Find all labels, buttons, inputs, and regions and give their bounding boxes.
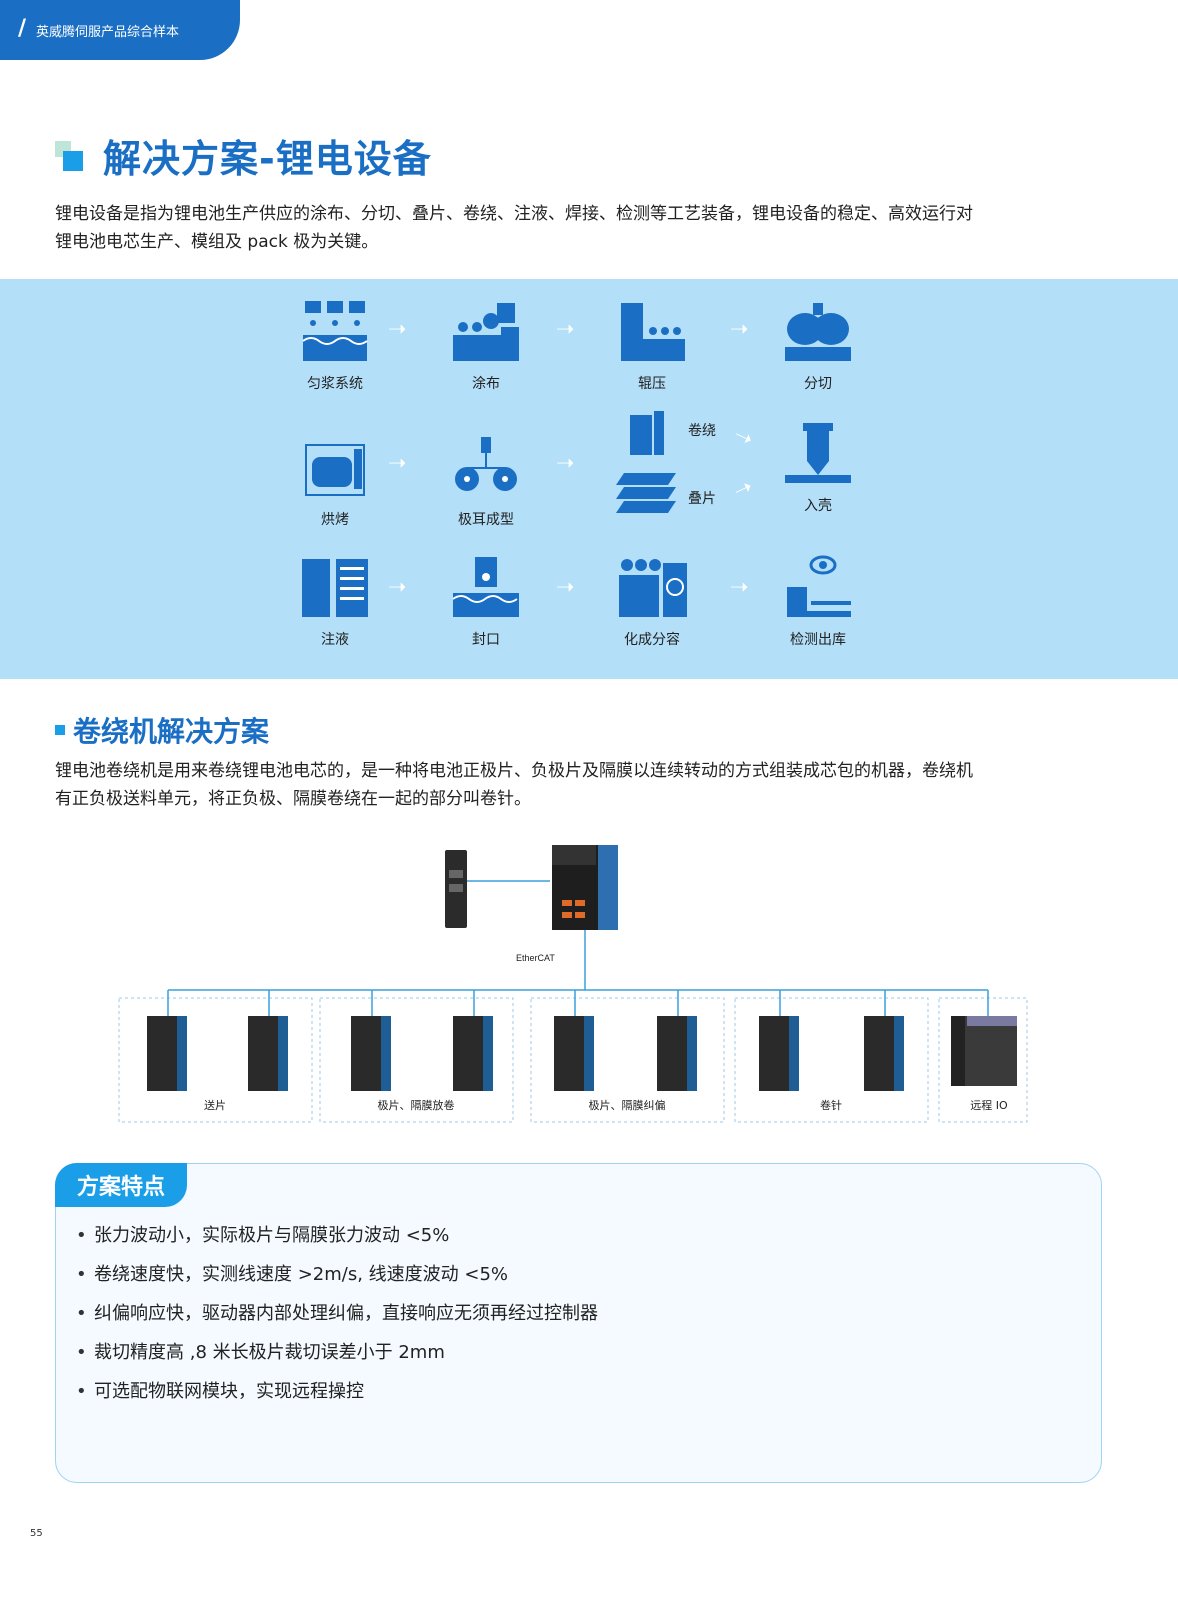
features-list: 张力波动小，实际极片与隔膜张力波动 <5% 卷绕速度快，实测线速度 >2m/s,… — [76, 1216, 598, 1411]
arrow-icon: ➝ — [388, 317, 407, 342]
page-number: 55 — [30, 1528, 43, 1539]
arrow-icon: ➝ — [556, 317, 575, 342]
electrolyte-filling-icon — [302, 559, 368, 617]
desc-line-1: 锂电设备是指为锂电池生产供应的涂布、分切、叠片、卷绕、注液、焊接、检测等工艺装备… — [55, 204, 973, 224]
subsection-description: 锂电池卷绕机是用来卷绕锂电池电芯的，是一种将电池正极片、负极片及隔膜以连续转动的… — [55, 757, 1115, 813]
step-sealing: 封口 — [426, 555, 546, 649]
servo-drive-icon — [657, 1016, 697, 1091]
desc-line-1: 锂电池卷绕机是用来卷绕锂电池电芯的，是一种将电池正极片、负极片及隔膜以连续转动的… — [55, 761, 973, 781]
arrow-icon: ➝ — [556, 575, 575, 600]
remote-io-icon — [951, 1016, 1017, 1086]
slash-icon: / — [18, 16, 27, 41]
rolling-press-icon — [621, 303, 685, 361]
casing-icon — [785, 423, 851, 483]
group-label: 极片、隔膜放卷 — [378, 1098, 455, 1112]
arrow-icon: ➝ — [388, 575, 407, 600]
topology-diagram: EtherCAT 送片 极片、隔膜放卷 极片、隔膜纠偏 — [118, 845, 1028, 1123]
arrow-icon: ➝ — [556, 451, 575, 476]
feature-item: 张力波动小，实际极片与隔膜张力波动 <5% — [76, 1216, 598, 1255]
desc-line-2: 锂电池电芯生产、模组及 pack 极为关键。 — [55, 232, 379, 252]
step-baking: 烘烤 — [275, 435, 395, 529]
section-title: 解决方案-锂电设备 — [103, 137, 432, 181]
feature-item: 可选配物联网模块，实现远程操控 — [76, 1372, 598, 1411]
step-tab-forming: 极耳成型 — [426, 435, 546, 529]
header-bar: / 英威腾伺服产品综合样本 — [0, 0, 240, 60]
formation-grading-icon — [619, 559, 687, 617]
slurry-system-icon — [302, 301, 368, 361]
subsection-heading: 卷绕机解决方案 — [55, 710, 269, 750]
feature-item: 卷绕速度快，实测线速度 >2m/s, 线速度波动 <5% — [76, 1255, 598, 1294]
desc-line-2: 有正负极送料单元，将正负极、隔膜卷绕在一起的部分叫卷针。 — [55, 789, 531, 809]
inspection-icon — [787, 555, 851, 617]
step-filling: 注液 — [275, 555, 395, 649]
sealing-icon — [452, 557, 519, 617]
group-label: 卷针 — [820, 1098, 842, 1112]
arrow-icon: ➝ — [730, 317, 749, 342]
network-topology: EtherCAT 送片 极片、隔膜放卷 极片、隔膜纠偏 — [115, 840, 1035, 1130]
process-flow: 匀浆系统 ➝ 涂布 ➝ 辊压 ➝ 分切 烘烤 ➝ — [0, 279, 1178, 679]
ethercat-logo: EtherCAT — [516, 953, 555, 963]
brand-title: 英威腾伺服产品综合样本 — [36, 25, 180, 40]
feature-item: 纠偏响应快，驱动器内部处理纠偏，直接响应无须再经过控制器 — [76, 1294, 598, 1333]
section-heading: 解决方案-锂电设备 — [55, 128, 432, 183]
section-description: 锂电设备是指为锂电池生产供应的涂布、分切、叠片、卷绕、注液、焊接、检测等工艺装备… — [55, 200, 1115, 256]
tab-forming-icon — [455, 437, 517, 491]
features-panel: 张力波动小，实际极片与隔膜张力波动 <5% 卷绕速度快，实测线速度 >2m/s,… — [55, 1163, 1102, 1483]
servo-drive-icon — [351, 1016, 391, 1091]
step-slitting: 分切 — [758, 299, 878, 393]
gateway-device-icon — [445, 850, 467, 928]
slitting-icon — [785, 303, 851, 361]
group-label: 远程 IO — [970, 1099, 1008, 1112]
group-label: 极片、隔膜纠偏 — [589, 1098, 666, 1112]
label-winding: 卷绕 — [688, 423, 716, 439]
servo-drive-icon — [759, 1016, 799, 1091]
heading-square-icon — [55, 725, 65, 735]
step-inspection: 检测出库 — [758, 555, 878, 649]
group-label: 送片 — [204, 1098, 226, 1112]
arrow-icon: ➝ — [388, 451, 407, 476]
arrow-icon: ➝ — [729, 474, 757, 505]
winding-icon — [630, 411, 664, 455]
feature-item: 裁切精度高 ,8 米长极片裁切误差小于 2mm — [76, 1333, 598, 1372]
servo-drive-icon — [453, 1016, 493, 1091]
step-rolling: 辊压 — [592, 299, 712, 393]
arrow-icon: ➝ — [730, 575, 749, 600]
heading-square-icon — [55, 140, 85, 171]
coating-icon — [453, 303, 519, 361]
subsection-title: 卷绕机解决方案 — [73, 715, 270, 748]
features-title: 方案特点 — [55, 1163, 187, 1207]
step-casing: 入壳 — [758, 421, 878, 515]
servo-drive-icon — [147, 1016, 187, 1091]
step-formation: 化成分容 — [592, 555, 712, 649]
servo-drive-icon — [554, 1016, 594, 1091]
baking-oven-icon — [305, 444, 365, 496]
servo-drive-icon — [864, 1016, 904, 1091]
servo-drive-icon — [248, 1016, 288, 1091]
step-coating: 涂布 — [426, 299, 546, 393]
stacking-icon — [616, 473, 676, 513]
controller-icon — [552, 845, 618, 930]
label-stacking: 叠片 — [688, 491, 716, 507]
step-slurry: 匀浆系统 — [275, 299, 395, 393]
arrow-icon: ➝ — [729, 422, 757, 453]
